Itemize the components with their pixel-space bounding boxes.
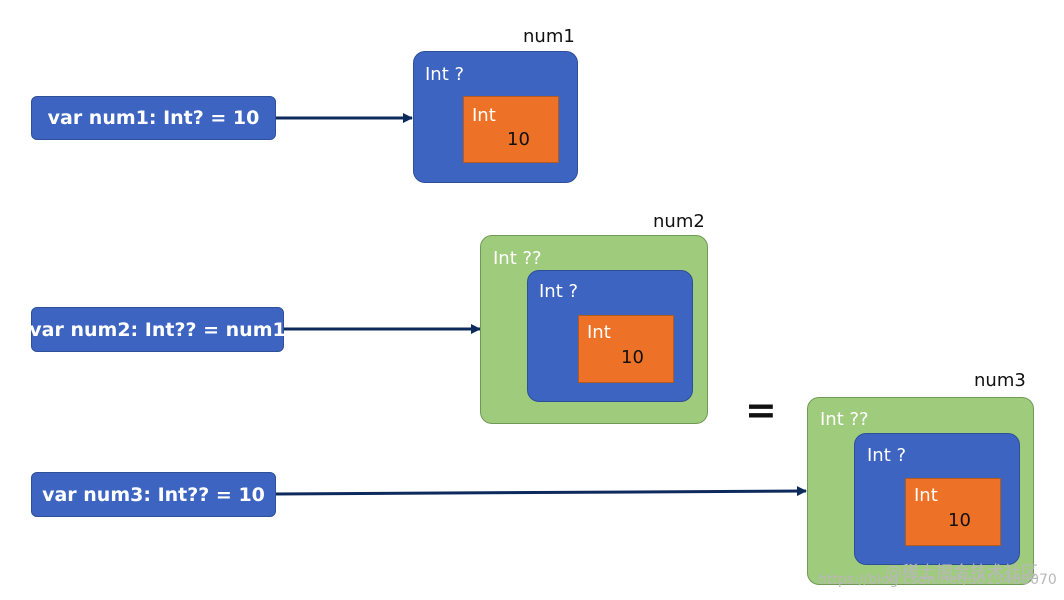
num3-inner-type: Int — [914, 485, 938, 506]
num1-optional-label: Int ? — [425, 64, 465, 85]
num1-value: 10 — [507, 129, 530, 150]
declaration-num1: var num1: Int? = 10 — [31, 96, 276, 140]
num3-double-optional-label: Int ?? — [820, 409, 869, 430]
num3-optional-box: Int ? Int 10 — [854, 433, 1020, 565]
watermark-community: @稀土掘金技术社区 — [885, 563, 1038, 583]
num2-inner-type: Int — [587, 322, 611, 343]
num3-value-box: Int 10 — [905, 478, 1001, 546]
num1-inner-type: Int — [472, 105, 496, 126]
equals-sign: = — [745, 388, 777, 432]
num2-label: num2 — [653, 211, 705, 232]
num3-double-optional-box: Int ?? Int ? Int 10 — [807, 397, 1034, 585]
num2-double-optional-box: Int ?? Int ? Int 10 — [480, 235, 708, 424]
num2-value: 10 — [621, 347, 644, 368]
num2-value-box: Int 10 — [578, 315, 674, 383]
num3-optional-label: Int ? — [867, 445, 907, 466]
declaration-num2: var num2: Int?? = num1 — [29, 307, 286, 352]
arrow-num3 — [275, 486, 807, 497]
declaration-num3: var num3: Int?? = 10 — [31, 472, 276, 517]
watermark-url: https://blog.csdn.net/u013480070 — [818, 572, 1057, 588]
num1-optional-box: Int ? Int 10 — [413, 51, 578, 183]
num2-optional-label: Int ? — [539, 281, 579, 302]
num1-value-box: Int 10 — [463, 96, 559, 163]
num3-label: num3 — [974, 370, 1026, 391]
num2-optional-box: Int ? Int 10 — [527, 270, 693, 402]
num3-value: 10 — [948, 510, 971, 531]
num2-double-optional-label: Int ?? — [493, 248, 542, 269]
num1-label: num1 — [523, 26, 575, 47]
